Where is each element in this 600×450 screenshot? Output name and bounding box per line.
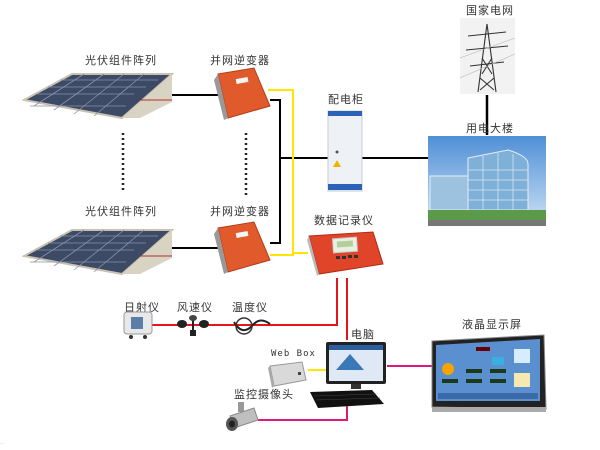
anemometer-icon bbox=[177, 315, 209, 336]
pv-array-bottom-label: 光伏组件阵列 bbox=[85, 205, 157, 218]
irradiance-meter-icon bbox=[123, 311, 153, 339]
pv-array-top-label: 光伏组件阵列 bbox=[85, 54, 157, 67]
temperature-sensor-icon bbox=[233, 317, 271, 335]
office-building-icon bbox=[428, 136, 546, 226]
irradiance-meter-label: 日射仪 bbox=[124, 301, 160, 314]
wire-sensors-logger bbox=[152, 278, 338, 326]
lcd-display-icon bbox=[431, 334, 547, 412]
inverter-bottom-icon bbox=[214, 221, 271, 274]
inverter-top-icon bbox=[214, 67, 271, 120]
wire-comm-inverters bbox=[268, 89, 294, 256]
inverter-top-label: 并网逆变器 bbox=[210, 54, 270, 67]
web-box-icon bbox=[268, 361, 307, 388]
lcd-display-label: 液晶显示屏 bbox=[462, 318, 522, 331]
distribution-cabinet-label: 配电柜 bbox=[328, 93, 364, 106]
solar-panel-top-icon bbox=[22, 73, 174, 120]
office-building-label: 用电大楼 bbox=[466, 122, 514, 135]
transmission-tower-icon bbox=[460, 18, 515, 94]
web-box-label: Web Box bbox=[271, 349, 316, 359]
data-logger-label: 数据记录仪 bbox=[314, 214, 374, 227]
distribution-cabinet-icon bbox=[327, 110, 363, 192]
wire-camera-computer bbox=[258, 405, 348, 421]
anemometer-label: 风速仪 bbox=[177, 301, 213, 314]
computer-icon bbox=[310, 342, 386, 408]
surveillance-camera-label: 监控摄像头 bbox=[234, 388, 294, 401]
temperature-sensor-label: 温度仪 bbox=[232, 301, 268, 314]
solar-panel-bottom-icon bbox=[22, 229, 174, 276]
state-grid-label: 国家电网 bbox=[466, 4, 514, 17]
footer-caption: .... bbox=[0, 440, 6, 445]
data-logger-icon bbox=[307, 231, 384, 276]
wire-inverter-bus bbox=[270, 99, 281, 244]
inverter-bottom-label: 并网逆变器 bbox=[210, 205, 270, 218]
computer-label: 电脑 bbox=[351, 328, 375, 341]
surveillance-camera-icon bbox=[226, 402, 259, 431]
